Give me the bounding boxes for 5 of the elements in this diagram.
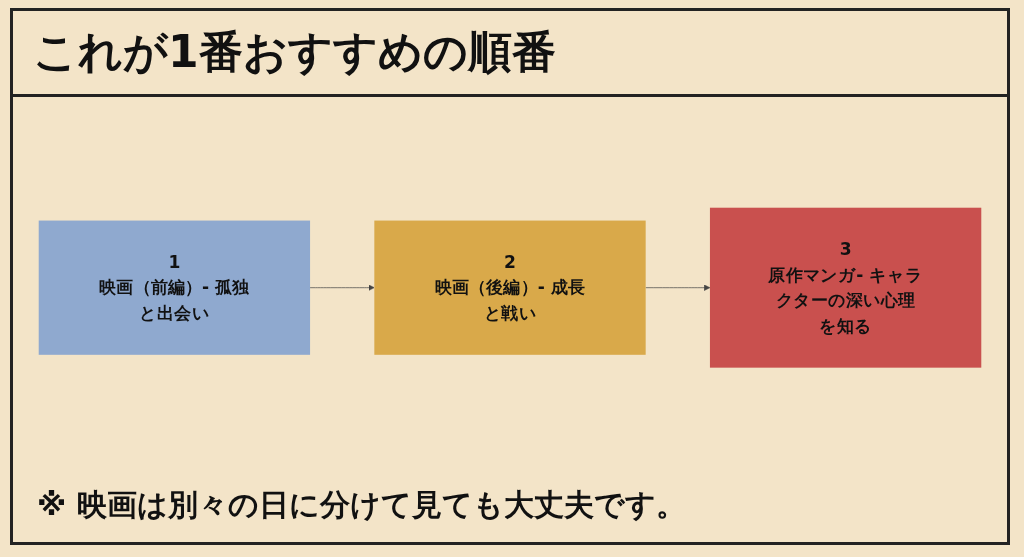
note-text: ※ 映画は別々の日に分けて見ても大丈夫です。 <box>36 486 687 524</box>
node-box: 1 映画（前編）- 孤独と出会い <box>38 220 311 356</box>
title: これが1番おすすめの順番 <box>13 11 1007 97</box>
node-box: 2 映画（後編）- 成長と戦い <box>374 220 646 356</box>
node-box: 3 原作マンガ- キャラクターの深い心理を知る <box>709 208 982 368</box>
